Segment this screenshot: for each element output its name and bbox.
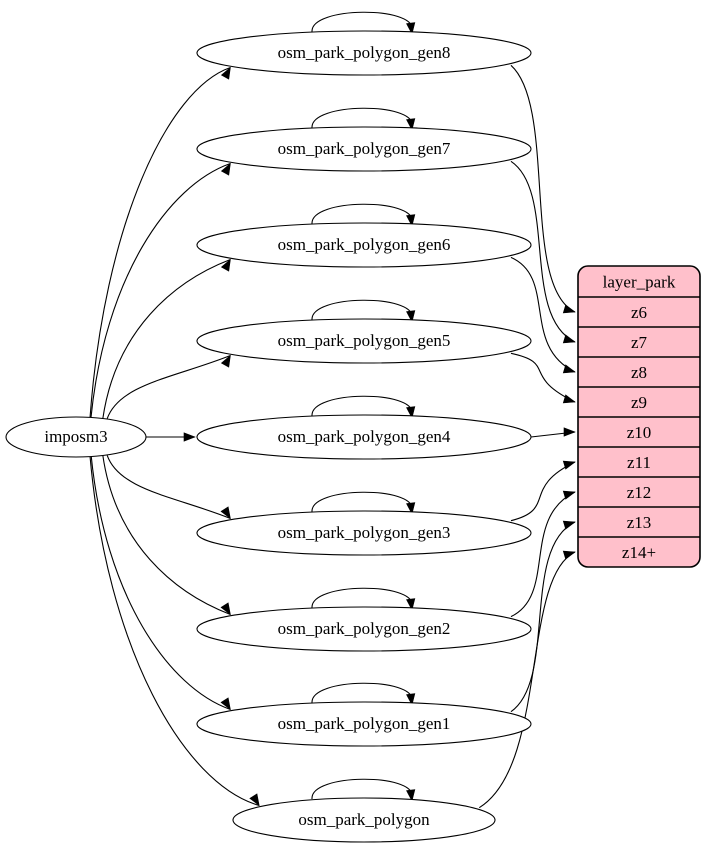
layer-park-row-z8[interactable]: z8 <box>578 356 700 382</box>
edge-imposm3-to-gen8 <box>89 66 231 419</box>
self-loop-base <box>311 778 416 802</box>
layer-park-row-label: z9 <box>631 393 647 412</box>
layer-park-row-z9[interactable]: z9 <box>578 386 700 412</box>
nodes-layer: imposm3 osm_park_polygon_gen8 osm_park_pol… <box>5 30 532 843</box>
node-gen2-label: osm_park_polygon_gen2 <box>278 619 451 638</box>
self-loop-gen3 <box>311 491 416 515</box>
edge-gen4-to-z10 <box>530 427 576 438</box>
layer-park-row-z7[interactable]: z7 <box>578 326 700 352</box>
node-imposm3-label: imposm3 <box>44 427 107 446</box>
node-gen6-label: osm_park_polygon_gen6 <box>278 235 451 254</box>
edge-gen5-to-z9 <box>510 352 576 404</box>
layer-park-row-z12[interactable]: z12 <box>578 476 700 502</box>
layer-park-row-z6[interactable]: z6 <box>578 296 700 322</box>
node-gen1-label: osm_park_polygon_gen1 <box>278 714 451 733</box>
self-loop-gen7 <box>311 107 416 131</box>
edge-imposm3-to-gen5 <box>106 354 231 419</box>
node-gen4[interactable]: osm_park_polygon_gen4 <box>196 414 532 460</box>
self-loop-gen4 <box>311 395 416 419</box>
edges-layer <box>89 11 576 809</box>
node-gen8-label: osm_park_polygon_gen8 <box>278 43 451 62</box>
node-imposm3-shape[interactable] <box>5 416 147 458</box>
node-gen5[interactable]: osm_park_polygon_gen5 <box>196 318 532 364</box>
edge-gen3-to-z11 <box>510 460 576 522</box>
node-gen1-shape[interactable] <box>196 701 532 747</box>
node-gen2-shape[interactable] <box>196 606 532 652</box>
node-gen6[interactable]: osm_park_polygon_gen6 <box>196 222 532 268</box>
layer-park-row-z14plus[interactable]: z14+ <box>578 536 700 562</box>
edge-imposm3-to-gen1 <box>90 455 231 711</box>
node-gen7-shape[interactable] <box>196 126 532 172</box>
edge-gen1-to-z13 <box>510 520 576 713</box>
layer-park-row-label: z14+ <box>622 543 656 562</box>
layer-park-row-label: z12 <box>627 483 652 502</box>
node-gen4-label: osm_park_polygon_gen4 <box>278 427 451 446</box>
layer-park-row-label: z7 <box>631 333 648 352</box>
layer-park-row-label: z11 <box>627 453 651 472</box>
layer-park-row-label: z6 <box>631 303 647 322</box>
node-gen8[interactable]: osm_park_polygon_gen8 <box>196 30 532 76</box>
edge-base-to-z14+ <box>478 550 576 809</box>
edge-imposm3-to-gen2 <box>102 455 231 616</box>
layer-park-header-label: layer_park <box>603 272 676 291</box>
edge-imposm3-to-gen7 <box>90 162 231 419</box>
edge-gen7-to-z7 <box>510 160 576 344</box>
node-base-shape[interactable] <box>232 797 496 843</box>
node-gen2[interactable]: osm_park_polygon_gen2 <box>196 606 532 652</box>
edge-gen6-to-z8 <box>510 256 576 374</box>
node-base[interactable]: osm_park_polygon <box>232 797 496 843</box>
layer-park-row-z10[interactable]: z10 <box>578 416 700 442</box>
node-gen7-label: osm_park_polygon_gen7 <box>278 139 451 158</box>
node-gen4-shape[interactable] <box>196 414 532 460</box>
layer-park-row-z13[interactable]: z13 <box>578 506 700 532</box>
node-gen5-shape[interactable] <box>196 318 532 364</box>
node-gen3-label: osm_park_polygon_gen3 <box>278 523 451 542</box>
edge-imposm3-to-base <box>89 455 260 807</box>
node-gen1[interactable]: osm_park_polygon_gen1 <box>196 701 532 747</box>
layer-park-row-label: z8 <box>631 363 647 382</box>
edge-gen2-to-z12 <box>510 490 576 618</box>
self-loop-gen6 <box>311 203 416 227</box>
edge-imposm3-to-gen3 <box>106 455 231 520</box>
edge-imposm3-to-gen4 <box>146 432 196 442</box>
node-gen6-shape[interactable] <box>196 222 532 268</box>
node-gen3-shape[interactable] <box>196 510 532 556</box>
self-loop-gen2 <box>311 587 416 611</box>
node-gen5-label: osm_park_polygon_gen5 <box>278 331 451 350</box>
edge-gen8-to-z6 <box>510 64 576 314</box>
node-imposm3[interactable]: imposm3 <box>5 416 147 458</box>
self-loop-gen1 <box>311 682 416 706</box>
layer-park-row-label: z13 <box>627 513 652 532</box>
layer-park-row-z11[interactable]: z11 <box>578 446 700 472</box>
layer-table-group: layer_park z6 z7 z8 z9 z10 z11 z12 z13 z14+ <box>577 265 701 568</box>
node-gen8-shape[interactable] <box>196 30 532 76</box>
self-loop-gen5 <box>311 299 416 323</box>
node-base-label: osm_park_polygon <box>298 810 430 829</box>
node-gen7[interactable]: osm_park_polygon_gen7 <box>196 126 532 172</box>
edge-imposm3-to-gen6 <box>102 258 231 419</box>
layer-park-row-label: z10 <box>627 423 652 442</box>
node-gen3[interactable]: osm_park_polygon_gen3 <box>196 510 532 556</box>
self-loop-gen8 <box>311 11 416 35</box>
